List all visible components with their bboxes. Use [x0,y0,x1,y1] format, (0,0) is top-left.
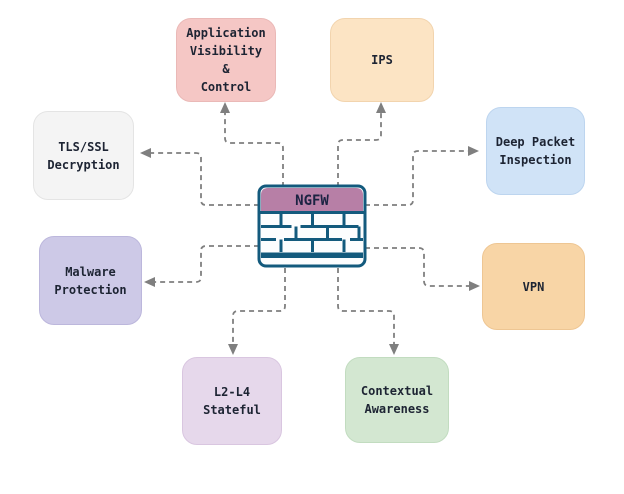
firewall-icon: NGFW [257,184,367,268]
node-vpn: VPN [482,243,585,330]
node-label: Malware Protection [54,264,127,297]
connector-ngfw-to-contextual-awareness [337,268,399,355]
firewall-header [261,188,363,211]
ngfw-label: NGFW [295,193,329,209]
connector-ngfw-to-l2-l4-stateful [228,268,286,355]
connector-ngfw-to-application-visibility-control [220,102,284,187]
connector-ngfw-to-deep-packet-inspection [365,146,479,206]
node-l2-l4-stateful: L2-L4 Stateful [182,357,282,445]
node-label: TLS/SSL Decryption [47,139,120,172]
node-malware-protection: Malware Protection [39,236,142,325]
node-label: VPN [522,279,545,294]
node-label: Deep Packet Inspection [495,135,576,167]
node-label: Application Visibility & Control [186,26,266,94]
connector-ngfw-to-vpn [365,247,480,291]
node-label: L2-L4 Stateful [203,385,261,417]
node-label: IPS [371,53,393,67]
node-tls-ssl-decryption: TLS/SSL Decryption [33,111,134,200]
firewall-base-bar [261,252,363,258]
connector-ngfw-to-ips [337,102,386,187]
node-deep-packet-inspection: Deep Packet Inspection [486,107,585,195]
node-application-visibility-control: Application Visibility & Control [176,18,276,102]
connector-ngfw-to-malware-protection [144,245,259,287]
node-label: Contextual Awareness [360,384,434,416]
firewall-bricks [260,211,364,252]
connector-ngfw-to-tls-ssl-decryption [140,148,259,206]
node-ips: IPS [330,18,434,102]
node-contextual-awareness: Contextual Awareness [345,357,449,443]
